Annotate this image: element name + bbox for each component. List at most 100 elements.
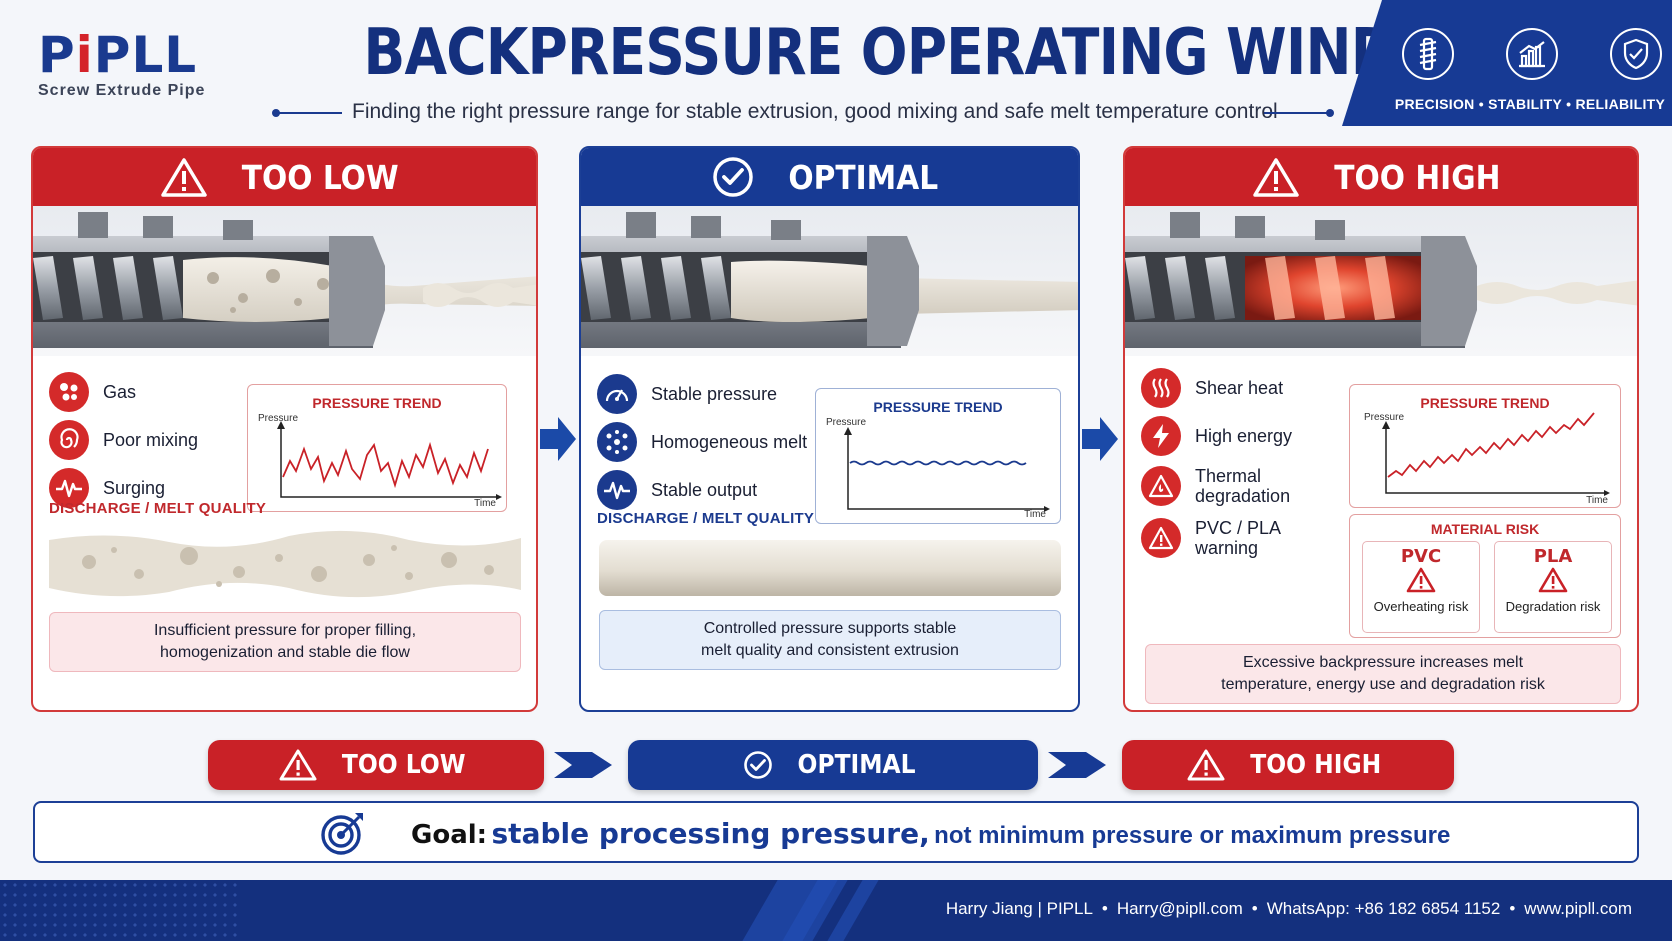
benefit-list-optimal: Stable pressure Homogeneous melt Stable …: [597, 370, 807, 514]
page-title: BACKPRESSURE OPERATING WINDOW: [363, 16, 1502, 90]
flow-step-label: TOO HIGH: [1250, 750, 1382, 780]
goal-key: Goal:: [411, 820, 488, 850]
melt-sample-optimal: [599, 536, 1061, 600]
logo-wordmark: PiPLL: [38, 26, 198, 84]
extruder-illustration-low: [33, 206, 536, 356]
note-line: Controlled pressure supports stable: [703, 620, 957, 637]
axis-x-label: Time: [1586, 495, 1608, 506]
values-badge: PRECISION • STABILITY • RELIABILITY: [1342, 0, 1672, 126]
goal-rest: not minimum pressure or maximum pressure: [934, 822, 1451, 849]
check-circle-icon: [712, 156, 754, 198]
card-too-low: TOO LOW Gas Poor mixing: [31, 146, 538, 712]
logo-tagline: Screw Extrude Pipe: [38, 82, 206, 99]
warning-icon: [1252, 157, 1299, 197]
pressure-trend-optimal: PRESSURE TREND Pressure Time: [815, 388, 1061, 524]
page-subtitle: Finding the right pressure range for sta…: [352, 100, 1278, 123]
melt-sample-low: [49, 526, 521, 602]
brand-logo: PiPLL Screw Extrude Pipe: [38, 28, 238, 100]
card-optimal: OPTIMAL Stable pressure Homogeneous melt…: [579, 146, 1080, 712]
list-item: PVC / PLA warning: [1141, 512, 1305, 564]
flow-step-too-high: TOO HIGH: [1122, 740, 1454, 790]
pulse-icon: [49, 468, 89, 508]
contact-website[interactable]: www.pipll.com: [1524, 899, 1632, 918]
card-title: TOO HIGH: [1333, 157, 1501, 197]
card-title: OPTIMAL: [788, 157, 939, 197]
warning-icon: [1187, 748, 1225, 782]
risk-item-name: PVC: [1400, 546, 1442, 567]
note-line: melt quality and consistent extrusion: [701, 642, 959, 659]
warning-icon: [1495, 567, 1611, 598]
arrow-right-icon: [1080, 415, 1120, 468]
symptom-list-low: Gas Poor mixing Surging: [49, 368, 198, 512]
warning-icon: [279, 748, 317, 782]
footer: Harry Jiang | PIPLL•Harry@pipll.com•What…: [0, 880, 1672, 941]
subtitle-dot-right: [1326, 109, 1334, 117]
extruder-illustration-high: [1125, 206, 1637, 356]
warning-icon: [1141, 518, 1181, 558]
swirl-icon: [49, 420, 89, 460]
list-item-label: Stable output: [651, 480, 758, 500]
list-item: Surging: [49, 464, 198, 512]
summary-note-optimal: Controlled pressure supports stable melt …: [599, 610, 1061, 670]
list-item-label: Gas: [103, 382, 137, 402]
trend-title: PRESSURE TREND: [1420, 395, 1550, 411]
discharge-quality-label: DISCHARGE / MELT QUALITY: [49, 500, 267, 517]
risk-item-desc: Degradation risk: [1505, 599, 1601, 614]
lightning-icon: [1141, 416, 1181, 456]
values-badge-text: PRECISION • STABILITY • RELIABILITY: [1394, 96, 1666, 112]
target-icon: [319, 811, 369, 862]
flow-step-label: OPTIMAL: [797, 750, 917, 780]
bar-chart-icon: [1506, 28, 1558, 80]
goal-highlight: stable processing pressure,: [491, 817, 930, 850]
list-item-label: Poor mixing: [103, 430, 199, 450]
subtitle-rule-right: [1264, 112, 1330, 114]
axis-y-label: Pressure: [826, 417, 867, 428]
warning-icon: [161, 157, 208, 197]
list-item-label: PVC / PLA warning: [1195, 518, 1281, 558]
contact-name: Harry Jiang | PIPLL: [945, 899, 1093, 918]
note-line: Excessive backpressure increases melt: [1242, 654, 1524, 671]
screw-icon: [1402, 28, 1454, 80]
axis-x-label: Time: [474, 498, 496, 509]
chevron-right-icon: [1046, 746, 1110, 789]
card-header-optimal: OPTIMAL: [581, 148, 1078, 206]
summary-note-high: Excessive backpressure increases melt tem…: [1145, 644, 1621, 704]
list-item-label: Stable pressure: [651, 384, 778, 404]
warning-icon: [1363, 567, 1479, 598]
fire-warning-icon: [1141, 466, 1181, 506]
subtitle-row: Finding the right pressure range for sta…: [272, 100, 1334, 126]
list-item: Homogeneous melt: [597, 418, 807, 466]
discharge-quality-label: DISCHARGE / MELT QUALITY: [597, 510, 815, 527]
check-circle-icon: [743, 750, 773, 780]
flow-step-label: TOO LOW: [342, 750, 466, 780]
flow-step-too-low: TOO LOW: [208, 740, 544, 790]
list-item: Stable output: [597, 466, 807, 514]
subtitle-rule-left: [276, 112, 342, 114]
card-title: TOO LOW: [242, 157, 399, 197]
list-item: Shear heat: [1141, 364, 1305, 412]
gauge-icon: [597, 374, 637, 414]
list-item-label: Thermal degradation: [1195, 466, 1291, 506]
list-item-label: High energy: [1195, 426, 1293, 446]
risk-item-pvc: PVC Overheating risk: [1362, 541, 1480, 633]
molecule-icon: [597, 422, 637, 462]
trend-title: PRESSURE TREND: [873, 399, 1003, 415]
list-item-label: Surging: [103, 478, 166, 498]
note-line: homogenization and stable die flow: [160, 644, 410, 661]
gas-bubbles-icon: [49, 372, 89, 412]
contact-email[interactable]: Harry@pipll.com: [1116, 899, 1243, 918]
list-item: Stable pressure: [597, 370, 807, 418]
list-item: Gas: [49, 368, 198, 416]
shield-check-icon: [1610, 28, 1662, 80]
goal-statement: Goal: stable processing pressure, not mi…: [411, 817, 1450, 850]
list-item-label: Homogeneous melt: [651, 432, 808, 452]
risk-item-desc: Overheating risk: [1373, 599, 1469, 614]
risk-item-pla: PLA Degradation risk: [1494, 541, 1612, 633]
card-header-too-low: TOO LOW: [33, 148, 536, 206]
note-line: temperature, energy use and degradation …: [1221, 676, 1545, 693]
pressure-trend-low: PRESSURE TREND Pressure Time: [247, 384, 507, 512]
list-item: Thermal degradation: [1141, 460, 1305, 512]
list-item-label: Shear heat: [1195, 378, 1284, 398]
axis-x-label: Time: [1024, 509, 1046, 520]
material-risk-panel: MATERIAL RISK PVC Overheating risk PLA D…: [1349, 514, 1621, 638]
